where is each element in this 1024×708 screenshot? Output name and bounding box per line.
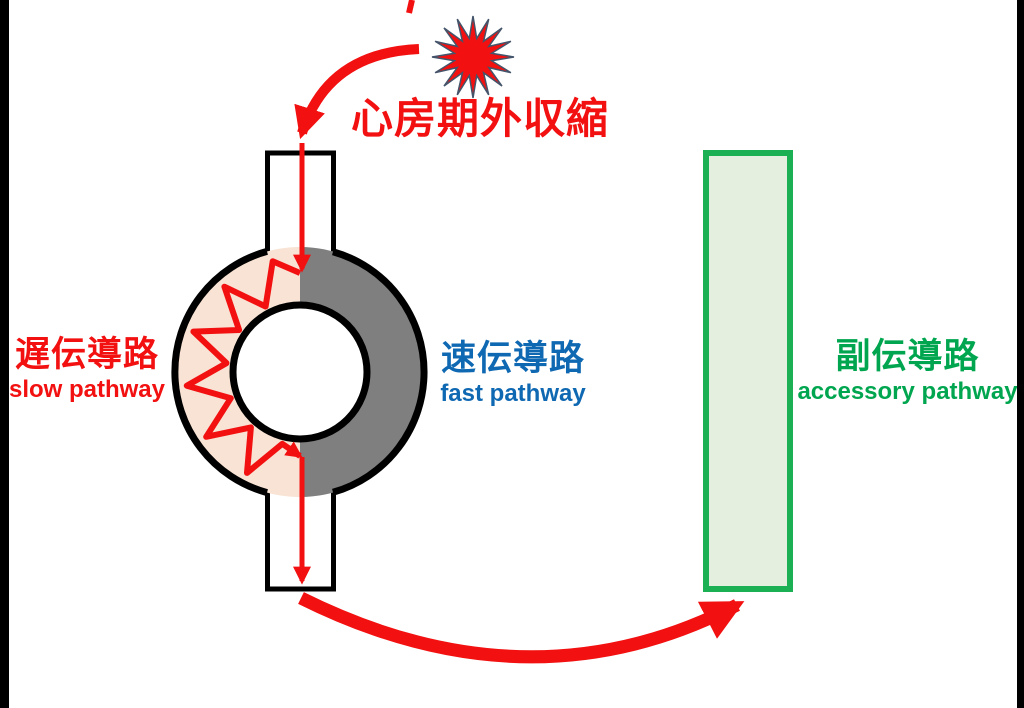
apc-entry-curved-arrow: [294, 44, 420, 140]
fast-pathway-label-en: fast pathway: [440, 380, 586, 407]
ring-outline-right: [332, 248, 428, 496]
slow-pathway-label-jp: 遅伝導路: [14, 335, 159, 374]
right-edge-bar: [1017, 0, 1024, 708]
accessory-pathway-label: 副伝導路 accessory pathway: [795, 336, 1020, 405]
apc-label: 心房期外収縮: [350, 95, 609, 142]
ring-outline-left: [171, 248, 268, 496]
fast-pathway-label-jp: 速伝導路: [440, 339, 585, 378]
slow-conduction-arrow: [183, 258, 303, 476]
fast-pathway-label: 速伝導路 fast pathway: [426, 338, 600, 407]
top-edge-arrow-remnant: [406, 0, 415, 14]
av-node-center-hole: [229, 301, 371, 443]
left-edge-bar: [0, 0, 9, 708]
slow-pathway-label-en: slow pathway: [8, 376, 166, 403]
accessory-pathway-bar: [703, 150, 793, 592]
starburst-icon: [431, 15, 515, 99]
slow-pathway-label: 遅伝導路 slow pathway: [0, 334, 174, 403]
accessory-pathway-label-jp: 副伝導路: [835, 337, 980, 376]
accessory-pathway-label-en: accessory pathway: [797, 378, 1018, 405]
retrograde-accessory-curved-arrow: [298, 592, 745, 664]
